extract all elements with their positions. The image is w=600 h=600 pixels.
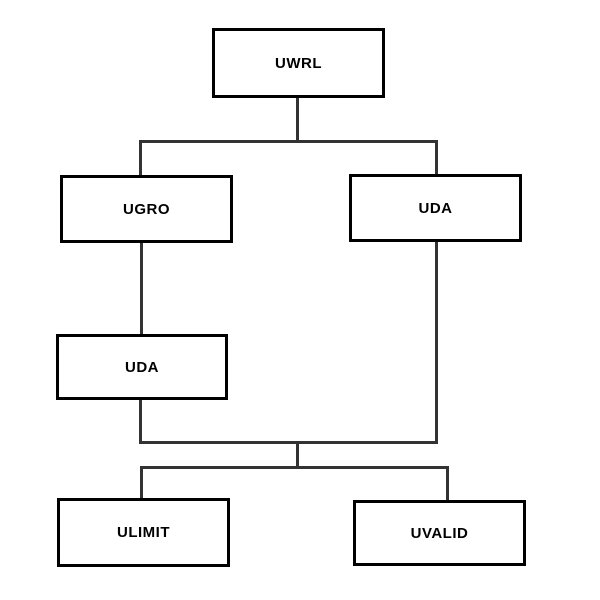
node-uwrl: UWRL: [212, 28, 385, 98]
node-uda-left: UDA: [56, 334, 228, 400]
connector-split-horizontal: [141, 466, 449, 469]
node-uda-right: UDA: [349, 174, 522, 242]
connector-drop-to-uda-right: [435, 140, 438, 174]
connector-drop-to-uvalid: [446, 466, 449, 500]
node-ulimit-label: ULIMIT: [117, 524, 170, 541]
connector-uda-left-down: [139, 400, 142, 444]
connector-drop-to-ugro: [139, 140, 142, 175]
connector-uwrl-stem: [296, 98, 299, 143]
node-uda-left-label: UDA: [125, 358, 159, 376]
node-ulimit: ULIMIT: [57, 498, 230, 567]
connector-ugro-to-uda-left: [140, 243, 143, 334]
connector-uda-right-down: [435, 242, 438, 444]
connector-center-stub: [296, 441, 299, 469]
node-uwrl-label: UWRL: [275, 54, 322, 72]
node-ugro: UGRO: [60, 175, 233, 243]
node-uvalid: UVALID: [353, 500, 526, 566]
node-uda-right-label: UDA: [418, 199, 453, 217]
node-uvalid-label: UVALID: [410, 524, 469, 542]
node-ugro-label: UGRO: [123, 200, 170, 218]
connector-level1-horizontal: [139, 140, 438, 143]
connector-merge-horizontal: [139, 441, 438, 444]
connector-drop-to-ulimit: [140, 466, 143, 498]
